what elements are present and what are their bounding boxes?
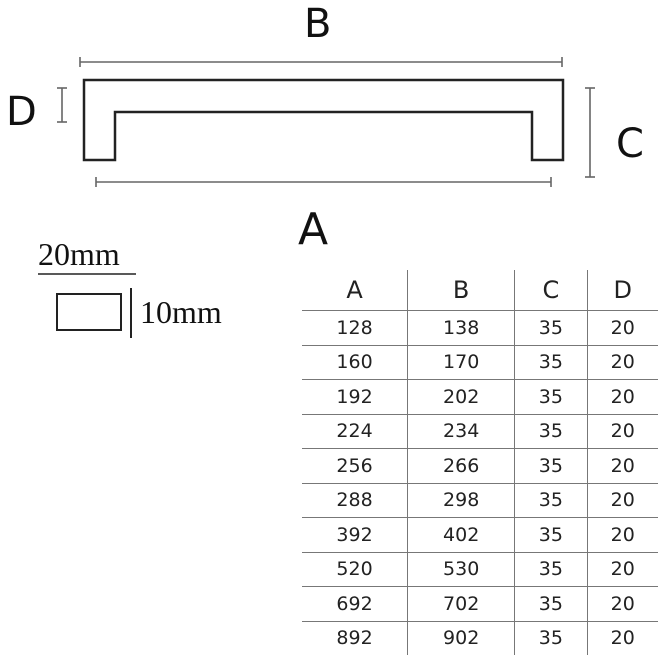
header-c: C <box>514 270 588 311</box>
cell-d: 20 <box>586 621 658 655</box>
cell-c: 35 <box>514 586 588 622</box>
profile-width-label: 20mm <box>38 236 120 272</box>
cell-a: 256 <box>302 448 408 484</box>
cell-d: 20 <box>586 345 658 380</box>
profile-cross-section <box>56 293 122 331</box>
cell-b: 298 <box>407 483 515 518</box>
cell-d: 20 <box>586 414 658 449</box>
cell-c: 35 <box>514 621 588 655</box>
cell-b: 170 <box>407 345 515 380</box>
cell-b: 702 <box>407 586 515 622</box>
cell-b: 138 <box>407 310 515 346</box>
dimension-line-a <box>95 177 552 187</box>
cell-d: 20 <box>586 586 658 622</box>
dimension-label-b: B <box>304 1 332 47</box>
handle-outline <box>82 78 565 162</box>
cell-d: 20 <box>586 483 658 518</box>
cell-c: 35 <box>514 379 588 415</box>
dimension-label-c: C <box>616 121 644 167</box>
cell-c: 35 <box>514 345 588 380</box>
table-header-row: A B C D <box>302 270 658 311</box>
cell-b: 530 <box>407 552 515 587</box>
cell-a: 128 <box>302 310 408 346</box>
cell-b: 202 <box>407 379 515 415</box>
header-a: A <box>302 270 408 311</box>
cell-a: 392 <box>302 517 408 553</box>
cell-c: 35 <box>514 552 588 587</box>
cell-d: 20 <box>586 310 658 346</box>
cell-d: 20 <box>586 448 658 484</box>
cell-b: 402 <box>407 517 515 553</box>
cell-c: 35 <box>514 414 588 449</box>
dimension-label-d: D <box>6 89 37 135</box>
cell-c: 35 <box>514 310 588 346</box>
header-b: B <box>407 270 515 311</box>
cell-a: 192 <box>302 379 408 415</box>
cell-a: 288 <box>302 483 408 518</box>
header-d: D <box>586 270 658 311</box>
cell-b: 902 <box>407 621 515 655</box>
cell-a: 160 <box>302 345 408 380</box>
profile-height-label: 10mm <box>140 294 222 330</box>
cell-c: 35 <box>514 483 588 518</box>
cell-c: 35 <box>514 517 588 553</box>
dimension-line-b <box>79 57 563 67</box>
cell-a: 224 <box>302 414 408 449</box>
dimension-label-a: A <box>298 204 329 255</box>
cell-a: 892 <box>336 627 373 650</box>
cell-c: 35 <box>514 448 588 484</box>
cell-d: 20 <box>586 379 658 415</box>
cell-b: 234 <box>407 414 515 449</box>
cell-a: 692 <box>302 586 408 622</box>
cell-a: 520 <box>302 552 408 587</box>
cell-d: 20 <box>586 517 658 553</box>
cell-d: 20 <box>586 552 658 587</box>
cell-b: 266 <box>407 448 515 484</box>
dimension-line-c <box>585 87 595 178</box>
dimension-line-d <box>57 87 67 123</box>
